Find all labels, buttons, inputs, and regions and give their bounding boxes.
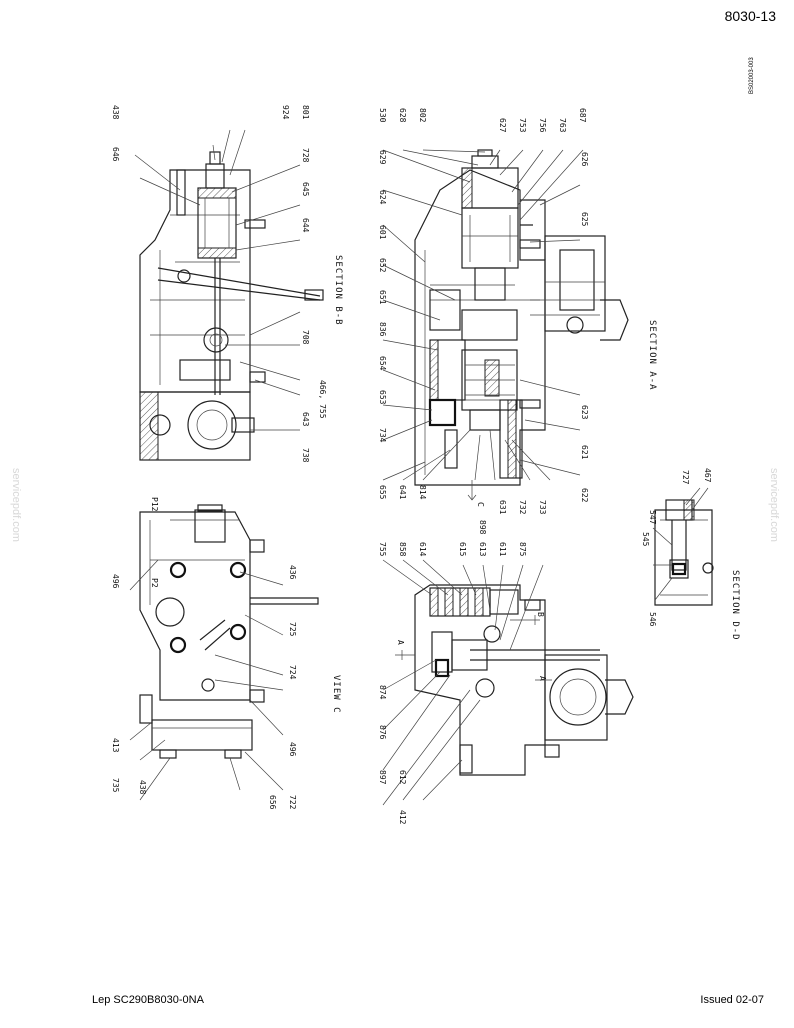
label-629: 629	[378, 150, 387, 165]
marker-b: B	[536, 612, 545, 617]
label-898: 898	[478, 520, 487, 535]
footer-issued: Issued 02-07	[700, 994, 764, 1006]
label-438-c: 438	[138, 780, 147, 795]
label-412: 412	[398, 810, 407, 825]
marker-a-right: A	[538, 676, 547, 681]
section-a-labels: 530 628 802 629 624 601 652 651 836 654 …	[378, 108, 589, 535]
label-651: 651	[378, 290, 387, 305]
label-875: 875	[518, 542, 527, 557]
port-p2: P2	[150, 578, 159, 588]
label-652: 652	[378, 258, 387, 273]
label-725: 725	[288, 622, 297, 637]
label-727: 727	[681, 470, 690, 485]
label-656: 656	[268, 795, 277, 810]
label-654: 654	[378, 356, 387, 371]
label-628: 628	[398, 108, 407, 123]
section-a-title: SECTION A-A	[647, 320, 657, 391]
label-722: 722	[288, 795, 297, 810]
label-802: 802	[418, 108, 427, 123]
main-section-labels: 755 858 614 615 613 611 875 874 876 897 …	[378, 542, 527, 825]
label-546: 546	[648, 612, 657, 627]
label-466-755: 466, 755	[318, 380, 327, 419]
label-621: 621	[580, 445, 589, 460]
view-c-labels: 496 436 725 724 496 722 656 438 735 413	[111, 565, 297, 810]
label-645: 645	[301, 182, 310, 197]
label-644: 644	[301, 218, 310, 233]
label-547: 547	[648, 510, 657, 525]
section-a-drawing	[382, 149, 629, 501]
label-611: 611	[498, 542, 507, 557]
label-614: 614	[418, 542, 427, 557]
label-924: 924	[281, 105, 290, 120]
section-dd-labels: 727 467 547 545 546	[641, 468, 712, 627]
label-724: 724	[288, 665, 297, 680]
label-728: 728	[301, 148, 310, 163]
label-836: 836	[378, 322, 387, 337]
label-734: 734	[378, 428, 387, 443]
label-615: 615	[458, 542, 467, 557]
label-874: 874	[378, 685, 387, 700]
label-601: 601	[378, 225, 387, 240]
label-641: 641	[398, 485, 407, 500]
label-876: 876	[378, 725, 387, 740]
marker-c: C	[476, 502, 485, 507]
label-631: 631	[498, 500, 507, 515]
label-413: 413	[111, 738, 120, 753]
label-624: 624	[378, 190, 387, 205]
label-655: 655	[378, 485, 387, 500]
label-738: 738	[301, 448, 310, 463]
label-646: 646	[111, 147, 120, 162]
label-436: 436	[288, 565, 297, 580]
main-section-drawing	[382, 559, 634, 806]
label-496-bottom: 496	[288, 742, 297, 757]
label-545: 545	[641, 532, 650, 547]
label-897: 897	[378, 770, 387, 785]
view-c-title: VIEW C	[331, 675, 341, 714]
label-622: 622	[580, 488, 589, 503]
label-438: 438	[111, 105, 120, 120]
label-612: 612	[398, 770, 407, 785]
page-number: 8030-13	[724, 8, 776, 24]
section-dd-drawing	[652, 487, 714, 606]
section-bb-drawing	[134, 129, 324, 461]
label-814: 814	[418, 485, 427, 500]
marker-a-left: A	[396, 640, 405, 645]
label-625: 625	[580, 212, 589, 227]
label-687: 687	[578, 108, 587, 123]
label-733: 733	[538, 500, 547, 515]
label-643: 643	[301, 412, 310, 427]
label-735: 735	[111, 778, 120, 793]
label-530: 530	[378, 108, 387, 123]
label-626: 626	[580, 152, 589, 167]
section-dd-title: SECTION D-D	[730, 570, 740, 641]
label-653: 653	[378, 390, 387, 405]
label-756: 756	[538, 118, 547, 133]
label-613: 613	[478, 542, 487, 557]
label-801: 801	[301, 105, 310, 120]
label-467: 467	[703, 468, 712, 483]
view-c-drawing	[129, 504, 319, 801]
label-732: 732	[518, 500, 527, 515]
label-708: 708	[301, 330, 310, 345]
port-p12: P12	[150, 497, 159, 512]
label-858: 858	[398, 542, 407, 557]
section-bb-title: SECTION B-B	[333, 255, 343, 326]
label-755: 755	[378, 542, 387, 557]
label-627: 627	[498, 118, 507, 133]
section-bb-labels: 438 646 924 801 728 645 644 708 643 466,…	[111, 105, 327, 463]
footer-doc-id: Lep SC290B8030-0NA	[92, 994, 204, 1006]
label-496-top: 496	[111, 574, 120, 589]
label-623: 623	[580, 405, 589, 420]
label-753: 753	[518, 118, 527, 133]
label-763: 763	[558, 118, 567, 133]
